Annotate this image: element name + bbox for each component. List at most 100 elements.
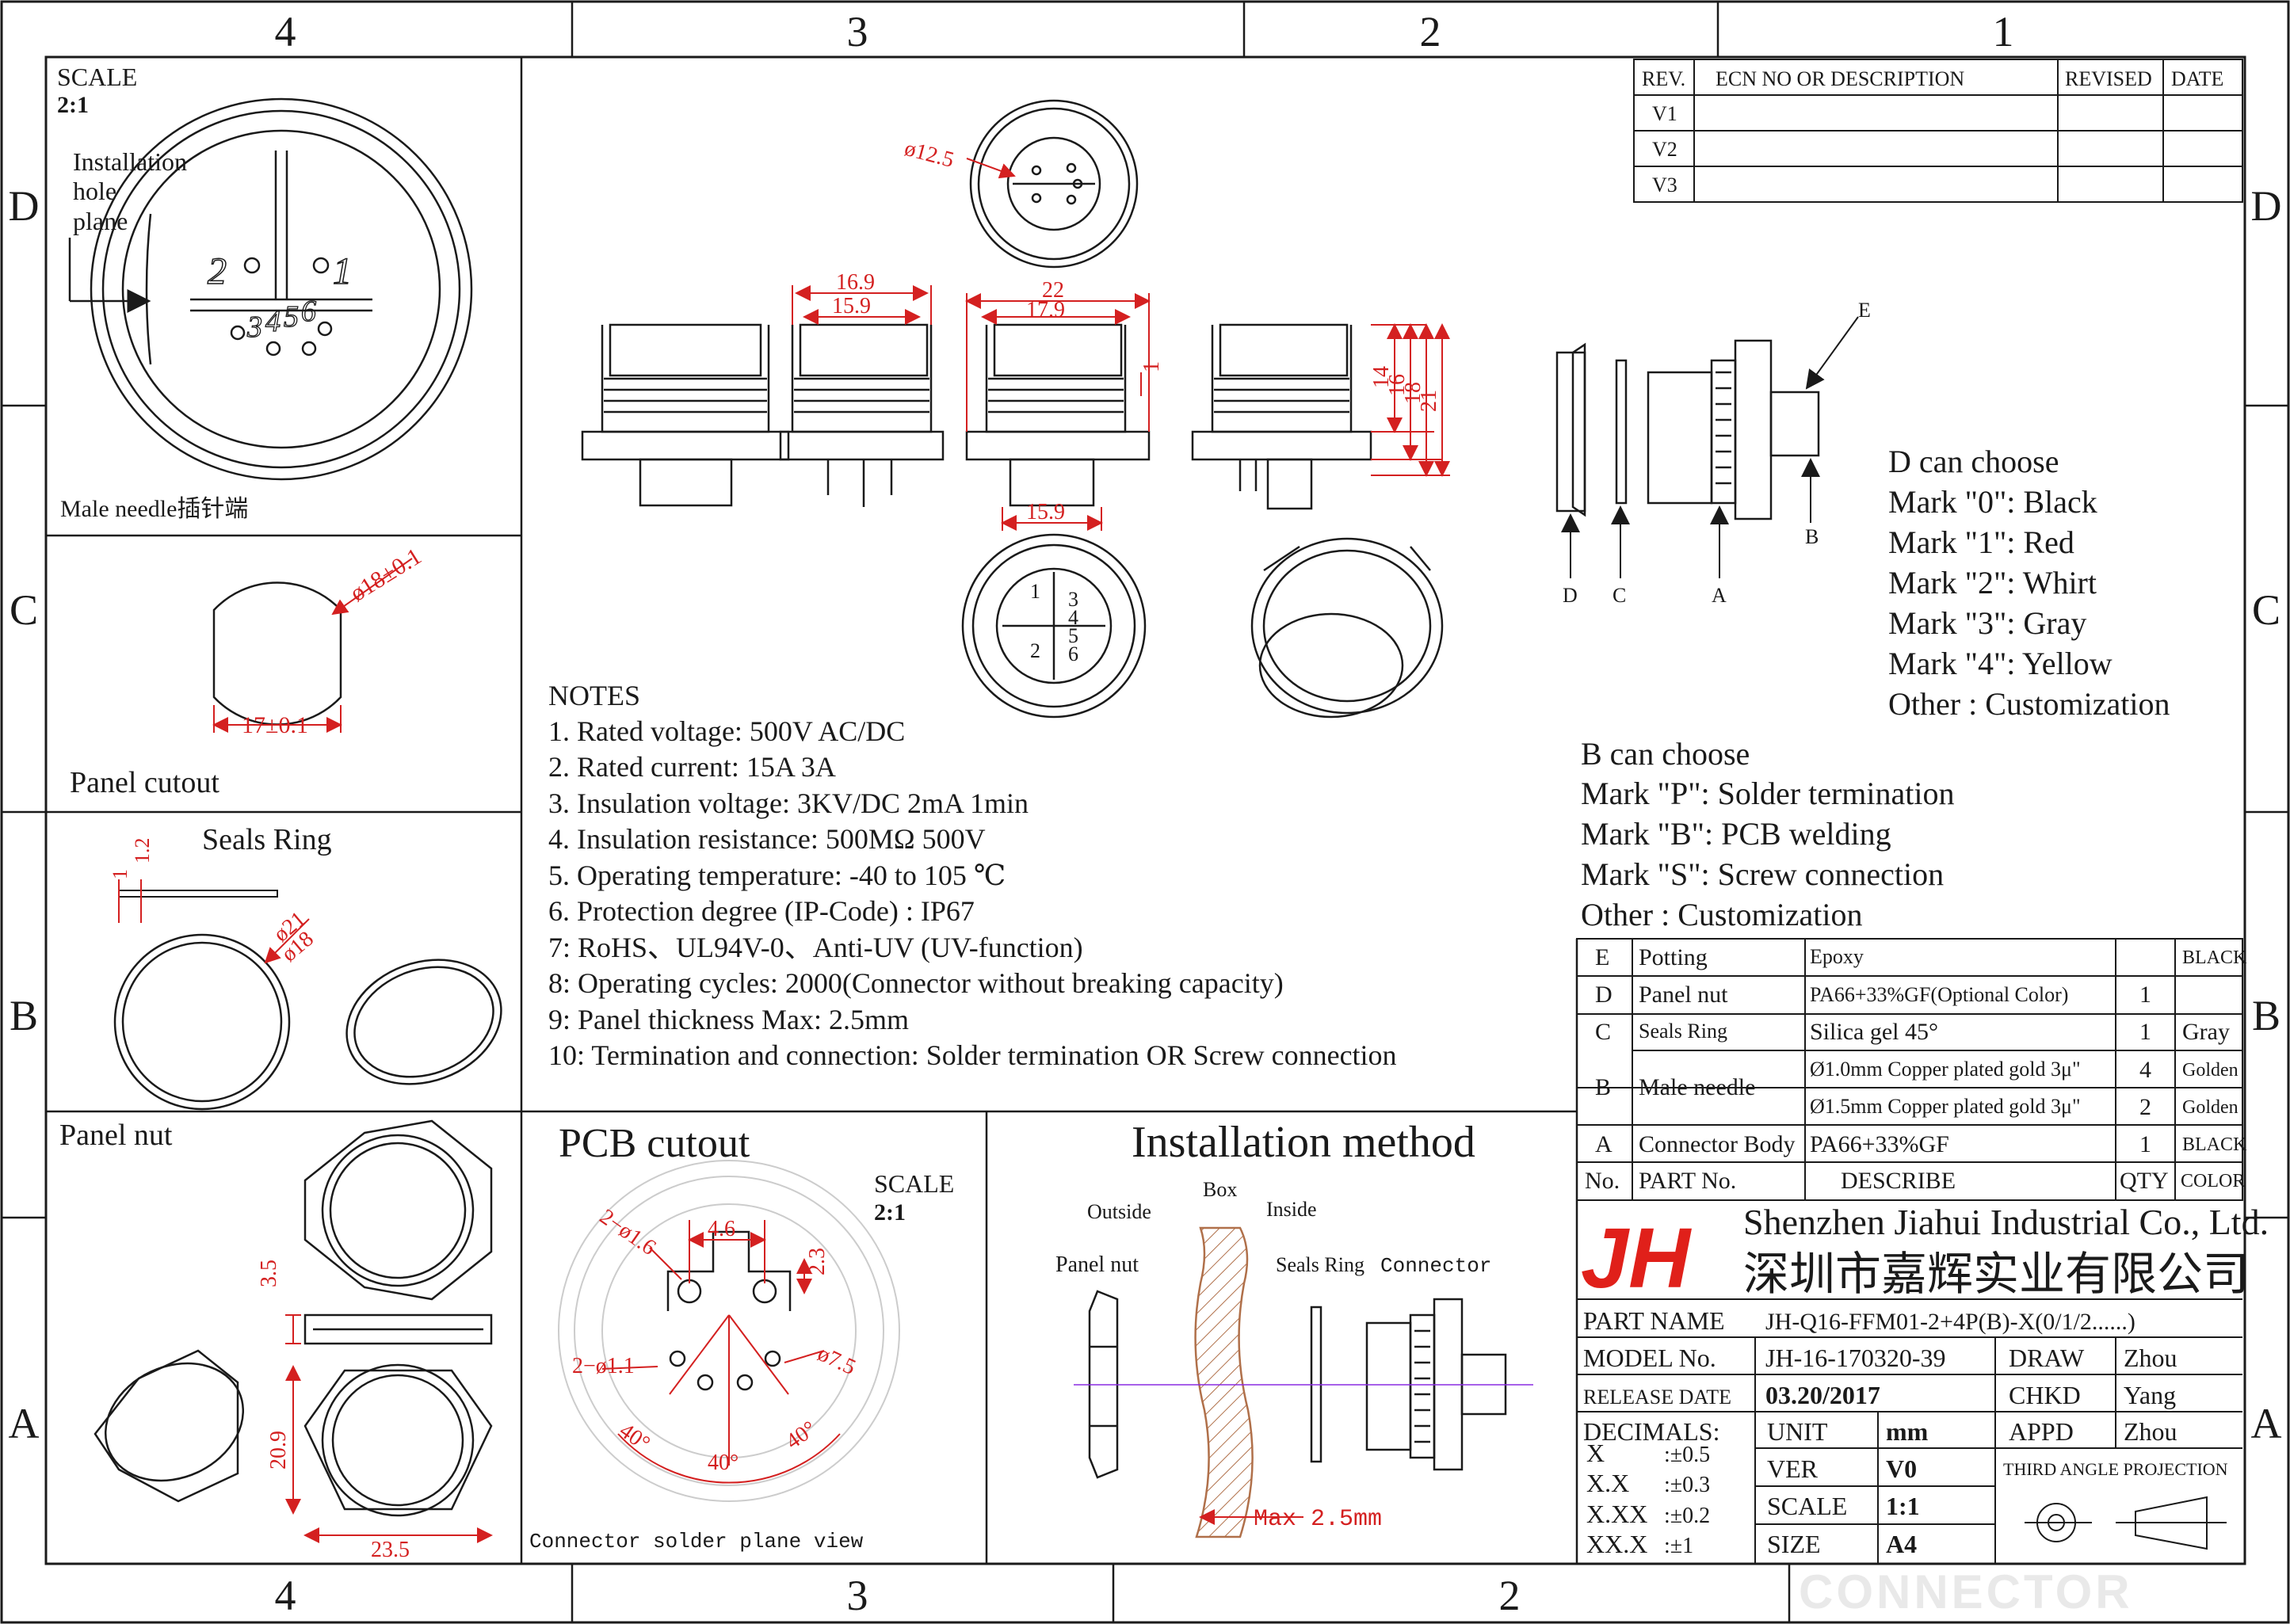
- model-value: JH-16-170320-39: [1765, 1344, 1946, 1372]
- nut-height-35: 3.5: [257, 1260, 281, 1287]
- install-outside: Outside: [1087, 1200, 1151, 1223]
- watermark: CONNECTOR: [1799, 1565, 2133, 1618]
- b-options: B can choose Mark "P": Solder terminatio…: [1581, 736, 1954, 932]
- decimals-xx-label: X.X: [1586, 1469, 1629, 1497]
- pin-2-label: 2: [208, 250, 227, 292]
- decimals-xxx-value: :±0.2: [1664, 1504, 1710, 1528]
- model-label: MODEL No.: [1583, 1344, 1716, 1372]
- note-10: 10: Termination and connection: Solder t…: [548, 1039, 1397, 1071]
- col-3-top: 3: [847, 8, 868, 55]
- part-no-b: B: [1595, 1074, 1611, 1100]
- unit-label: UNIT: [1767, 1417, 1828, 1446]
- rev-v3: V3: [1652, 173, 1677, 196]
- cutout-width: 17±0.1: [242, 712, 308, 738]
- dim-1: 1: [1139, 361, 1164, 372]
- pcb-scale-title: SCALE: [874, 1169, 954, 1198]
- install-inside: Inside: [1266, 1198, 1317, 1221]
- draw-value: Zhou: [2124, 1344, 2177, 1372]
- part-desc-a: PA66+33%GF: [1810, 1131, 1949, 1157]
- nut-height-209: 20.9: [266, 1431, 291, 1470]
- decimals-xxx-label: X.XX: [1586, 1500, 1647, 1528]
- b-option-p: Mark "P": Solder termination: [1581, 776, 1954, 811]
- note-6: 6. Protection degree (IP-Code) : IP67: [548, 895, 975, 927]
- panel-nut-view: Panel nut 3.5 20.9 23.5: [59, 1119, 493, 1562]
- dim-22: 22: [1042, 278, 1064, 303]
- part-desc-b2: Ø1.5mm Copper plated gold 3μ": [1810, 1095, 2081, 1118]
- part-name-label: PART NAME: [1583, 1306, 1725, 1335]
- ecn-header: ECN NO OR DESCRIPTION: [1716, 67, 1964, 90]
- row-a-right: A: [2251, 1400, 2282, 1447]
- note-2: 2. Rated current: 15A 3A: [548, 751, 836, 783]
- dim-15-9: 15.9: [832, 294, 871, 318]
- pin-3-label: 3: [246, 311, 262, 344]
- parts-header-no: No.: [1585, 1168, 1620, 1194]
- draw-label: DRAW: [2009, 1344, 2085, 1372]
- male-needle-caption: Male needle插针端: [60, 496, 248, 522]
- row-b-right: B: [2252, 992, 2280, 1039]
- install-label-1: Installation: [73, 147, 187, 176]
- orthographic-views: ø12.5: [581, 99, 1450, 719]
- release-value: 03.20/2017: [1765, 1381, 1880, 1409]
- parts-header-qty: QTY: [2120, 1168, 2169, 1194]
- pcb-height-23: 2.3: [805, 1248, 830, 1275]
- rev-v1: V1: [1652, 102, 1677, 125]
- b-option-other: Other : Customization: [1581, 897, 1863, 932]
- d-option-3: Mark "3": Gray: [1888, 605, 2086, 641]
- row-d-left: D: [9, 182, 40, 230]
- exploded-label-b: B: [1805, 525, 1819, 548]
- pin-4-label: 4: [265, 305, 281, 338]
- top-view-dia: ø12.5: [902, 136, 956, 173]
- dim-16: 16: [1385, 374, 1410, 396]
- part-no-c: C: [1595, 1019, 1611, 1045]
- install-connector: Connector: [1380, 1254, 1491, 1278]
- part-color-b2: Golden: [2182, 1097, 2238, 1118]
- dim-15-9-bottom: 15.9: [1026, 500, 1065, 524]
- rev-v2: V2: [1652, 138, 1677, 161]
- pcb-title: PCB cutout: [559, 1121, 750, 1166]
- company-logo: JH: [1581, 1210, 1692, 1306]
- part-qty-d: 1: [2139, 982, 2151, 1008]
- d-option-0: Mark "0": Black: [1888, 484, 2097, 520]
- part-desc-b1: Ø1.0mm Copper plated gold 3μ": [1810, 1058, 2081, 1081]
- installation-method-view: Installation method Outside Box Inside P…: [1055, 1118, 1533, 1538]
- part-name-d: Panel nut: [1639, 982, 1728, 1008]
- pin-1-label: 1: [333, 250, 352, 292]
- decimals-xxxx-value: :±1: [1664, 1534, 1693, 1558]
- part-qty-b2: 2: [2139, 1094, 2151, 1120]
- part-qty-b1: 4: [2139, 1057, 2151, 1083]
- part-color-e: BLACK: [2182, 947, 2247, 968]
- install-title: Installation method: [1132, 1118, 1475, 1167]
- pcb-dia-11: 2−ø1.1: [572, 1354, 635, 1378]
- note-9: 9: Panel thickness Max: 2.5mm: [548, 1004, 909, 1035]
- pcb-dia-75: ø7.5: [814, 1341, 860, 1380]
- size-value: A4: [1886, 1530, 1917, 1558]
- d-option-4: Mark "4": Yellow: [1888, 646, 2113, 681]
- part-desc-d: PA66+33%GF(Optional Color): [1810, 983, 2068, 1006]
- col-4-top: 4: [275, 8, 296, 55]
- dim-16-9: 16.9: [836, 270, 875, 295]
- exploded-label-a: A: [1712, 584, 1727, 607]
- seal-thickness-2: 1.2: [131, 838, 154, 864]
- parts-header-color: COLOR: [2181, 1171, 2245, 1191]
- note-8: 8: Operating cycles: 2000(Connector with…: [548, 967, 1284, 999]
- chkd-label: CHKD: [2009, 1381, 2081, 1409]
- scale-value-tb: 1:1: [1886, 1492, 1920, 1520]
- exploded-label-e: E: [1858, 299, 1871, 322]
- row-c-right: C: [2252, 586, 2280, 634]
- dim-17-9: 17.9: [1026, 298, 1065, 322]
- row-c-left: C: [10, 586, 38, 634]
- title-block: PART NAME JH-Q16-FFM01-2+4P(B)-X(0/1/2..…: [1577, 1306, 2242, 1618]
- b-option-b: Mark "B": PCB welding: [1581, 816, 1891, 852]
- decimals-xxxx-label: XX.X: [1586, 1530, 1647, 1558]
- pcb-angle-right: 40°: [781, 1416, 821, 1454]
- d-options-title: D can choose: [1888, 444, 2059, 479]
- row-a-left: A: [9, 1400, 40, 1447]
- b-options-title: B can choose: [1581, 736, 1750, 772]
- pcb-scale-value: 2:1: [874, 1199, 906, 1226]
- notes: NOTES 1. Rated voltage: 500V AC/DC 2. Ra…: [548, 680, 1397, 1071]
- pcb-width-46: 4.6: [708, 1217, 735, 1241]
- part-name-value: JH-Q16-FFM01-2+4P(B)-X(0/1/2......): [1765, 1309, 2135, 1335]
- parts-header-desc: DESCRIBE: [1841, 1168, 1956, 1194]
- rev-header: REV.: [1642, 67, 1685, 90]
- pcb-cutout-view: PCB cutout SCALE 2:1: [529, 1121, 954, 1553]
